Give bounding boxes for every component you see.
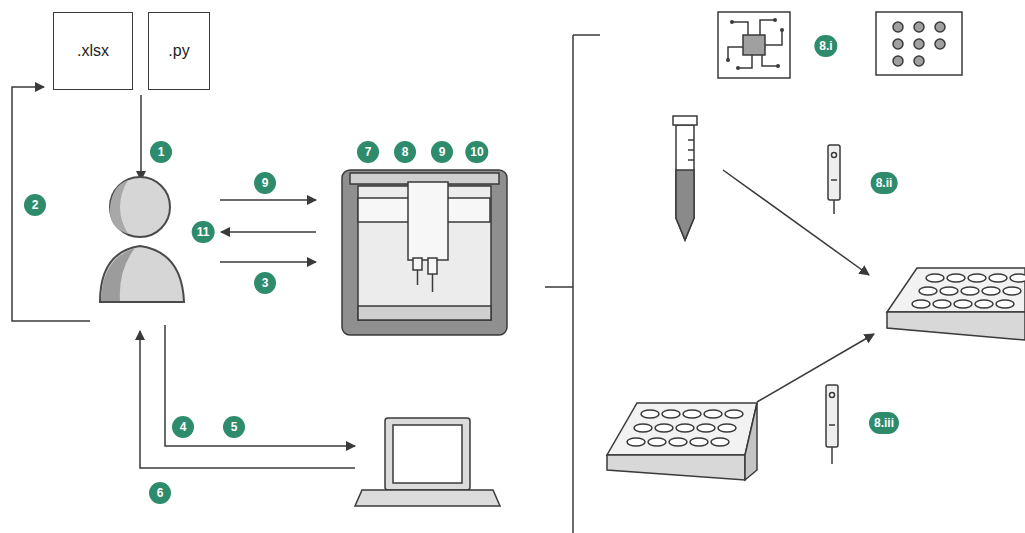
controller-chip: [718, 12, 790, 78]
callout-number: 4: [172, 416, 194, 438]
plate-well: [926, 274, 944, 282]
user-icon: [100, 177, 184, 302]
plate-well: [697, 424, 715, 432]
plate-well: [655, 424, 673, 432]
liquid-handling-robot: [342, 170, 507, 335]
plate-well: [975, 300, 993, 308]
plate-well: [940, 287, 958, 295]
sample-tube: [673, 116, 697, 240]
file-box: .py: [148, 12, 210, 90]
callout-number: 10: [465, 141, 488, 163]
plate-well: [912, 300, 930, 308]
plate-well: [690, 438, 708, 446]
callout-number: 9: [431, 141, 453, 163]
callout-number: 8.ii: [871, 172, 898, 194]
callout-number: 8: [394, 141, 416, 163]
plate-well: [662, 410, 680, 418]
plate-well: [968, 274, 986, 282]
plate-well: [982, 287, 1000, 295]
plate-well: [676, 424, 694, 432]
plate-well: [947, 274, 965, 282]
callout-number: 6: [149, 482, 171, 504]
pipette-icons: [826, 145, 840, 464]
plate-well: [989, 274, 1007, 282]
callout-number: 7: [357, 141, 379, 163]
plate-well: [648, 438, 666, 446]
plate-well: [634, 424, 652, 432]
plate-well: [919, 287, 937, 295]
plate-well: [711, 438, 729, 446]
plate-well: [1003, 287, 1021, 295]
plate-well: [718, 424, 736, 432]
plate-well: [725, 410, 743, 418]
plate-well: [961, 287, 979, 295]
callout-number: 5: [223, 416, 245, 438]
callout-number: 8.iii: [869, 412, 899, 434]
callout-number: 3: [254, 272, 276, 294]
callout-number: 2: [24, 194, 46, 216]
plate-well: [933, 300, 951, 308]
plate-well: [683, 410, 701, 418]
callout-number: 11: [192, 221, 215, 243]
plate-well: [627, 438, 645, 446]
callout-number: 9: [254, 172, 276, 194]
file-extension: .py: [168, 42, 189, 60]
file-box: .xlsx: [53, 12, 133, 90]
plate-well: [954, 300, 972, 308]
file-extension: .xlsx: [77, 42, 109, 60]
callout-number: 1: [150, 141, 172, 163]
plate-well: [641, 410, 659, 418]
plate-well: [704, 410, 722, 418]
callout-number: 8.i: [814, 35, 837, 57]
plate-well: [1010, 274, 1025, 282]
flow-arrows: [12, 35, 874, 533]
plate-well: [669, 438, 687, 446]
target-well-plate: [887, 268, 1025, 340]
plate-well: [996, 300, 1014, 308]
well-plate-map: [876, 12, 962, 75]
source-well-plate: [607, 403, 757, 480]
laptop-icon: [355, 418, 500, 506]
